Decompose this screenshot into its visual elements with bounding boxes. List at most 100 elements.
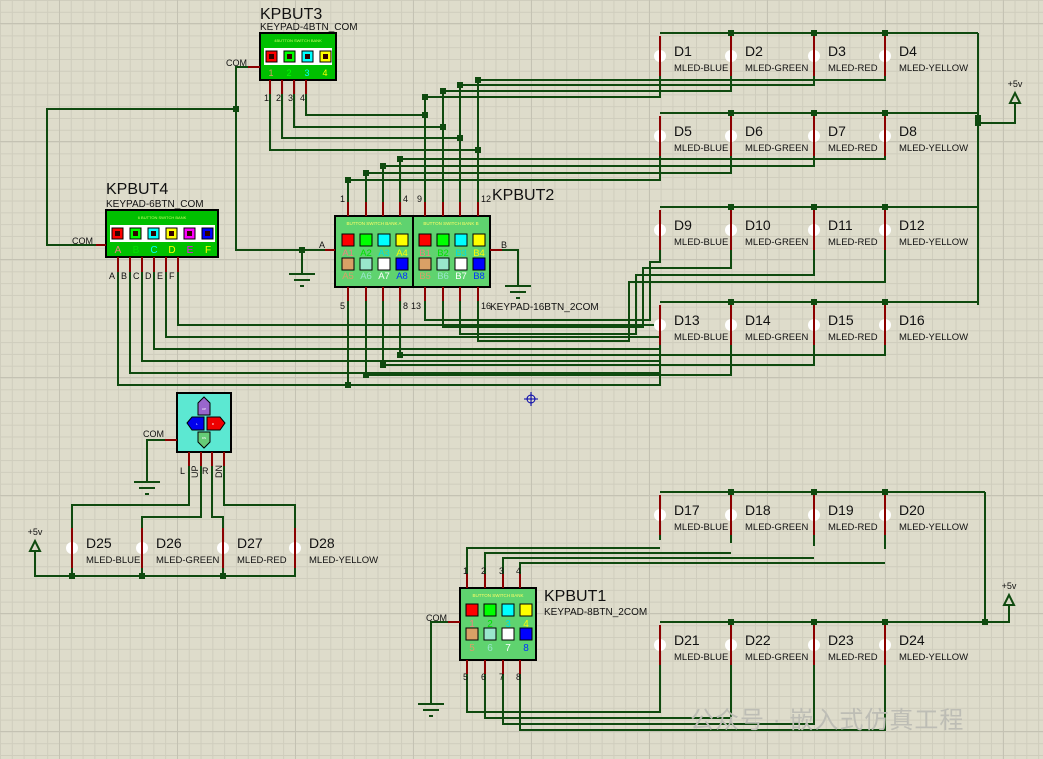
wire[interactable] — [424, 250, 661, 321]
wire[interactable] — [211, 452, 224, 528]
keypad-button[interactable] — [483, 603, 497, 617]
wire[interactable] — [382, 156, 815, 216]
wire[interactable] — [365, 287, 732, 376]
wire[interactable] — [34, 551, 296, 577]
keypad-button[interactable] — [418, 257, 432, 271]
wire[interactable] — [502, 660, 815, 725]
keypad-button[interactable] — [519, 603, 533, 617]
wire[interactable] — [399, 287, 886, 356]
wire[interactable] — [117, 257, 660, 386]
wire[interactable] — [477, 250, 886, 342]
keypad-button[interactable] — [436, 233, 450, 247]
wire[interactable] — [519, 562, 885, 588]
keypad-button[interactable] — [501, 627, 515, 641]
wire[interactable] — [442, 250, 732, 328]
wire[interactable] — [424, 76, 661, 216]
wire[interactable] — [484, 660, 732, 719]
keypad-button[interactable] — [501, 603, 515, 617]
wire[interactable] — [442, 76, 732, 216]
keypad-button[interactable] — [465, 603, 479, 617]
arrow-left-icon[interactable] — [186, 416, 205, 431]
keypad-button[interactable] — [465, 627, 479, 641]
wire[interactable] — [281, 80, 460, 139]
wire[interactable] — [365, 156, 732, 216]
keypad-button[interactable] — [472, 233, 486, 247]
wire[interactable] — [141, 257, 660, 362]
wire[interactable] — [235, 66, 335, 251]
wire[interactable] — [269, 80, 478, 151]
wire[interactable] — [978, 103, 1016, 124]
keypad-button[interactable] — [418, 233, 432, 247]
wire[interactable] — [430, 621, 460, 680]
wire[interactable] — [46, 108, 236, 246]
wire[interactable] — [153, 257, 660, 350]
keypad-button[interactable] — [454, 233, 468, 247]
keypad-button[interactable] — [341, 257, 355, 271]
keypad-button[interactable] — [341, 233, 355, 247]
kpbut1-keypad[interactable]: KPBUT1KEYPAD-8BTN_2COM15263748COMBUTTON … — [426, 566, 647, 682]
wire[interactable] — [305, 80, 425, 116]
wire[interactable] — [129, 257, 660, 374]
wire[interactable] — [466, 660, 661, 713]
keypad-button[interactable] — [395, 257, 409, 271]
wire[interactable] — [141, 452, 202, 528]
wire[interactable] — [347, 156, 661, 216]
wire[interactable] — [985, 605, 1010, 623]
keypad-button[interactable] — [359, 233, 373, 247]
wire[interactable] — [459, 250, 815, 335]
arrow-right-icon[interactable] — [206, 416, 226, 431]
keypad-button[interactable] — [472, 257, 486, 271]
wire[interactable] — [165, 257, 660, 338]
keypad-button[interactable] — [359, 257, 373, 271]
arrow-up-icon[interactable] — [197, 396, 211, 416]
keypad-button[interactable] — [483, 627, 497, 641]
keypad-button[interactable] — [377, 257, 391, 271]
keypad-button[interactable] — [436, 257, 450, 271]
wire[interactable] — [71, 452, 190, 528]
wire[interactable] — [293, 80, 443, 128]
keypad-button[interactable] — [454, 257, 468, 271]
wire[interactable] — [177, 257, 660, 326]
wire[interactable] — [519, 660, 886, 731]
wire[interactable] — [490, 249, 519, 262]
wire[interactable] — [146, 439, 177, 458]
wire[interactable] — [399, 156, 886, 216]
keypad-button[interactable] — [519, 627, 533, 641]
keypad-button[interactable] — [377, 233, 391, 247]
wire[interactable] — [223, 452, 296, 528]
arrow-down-icon[interactable] — [197, 431, 211, 449]
